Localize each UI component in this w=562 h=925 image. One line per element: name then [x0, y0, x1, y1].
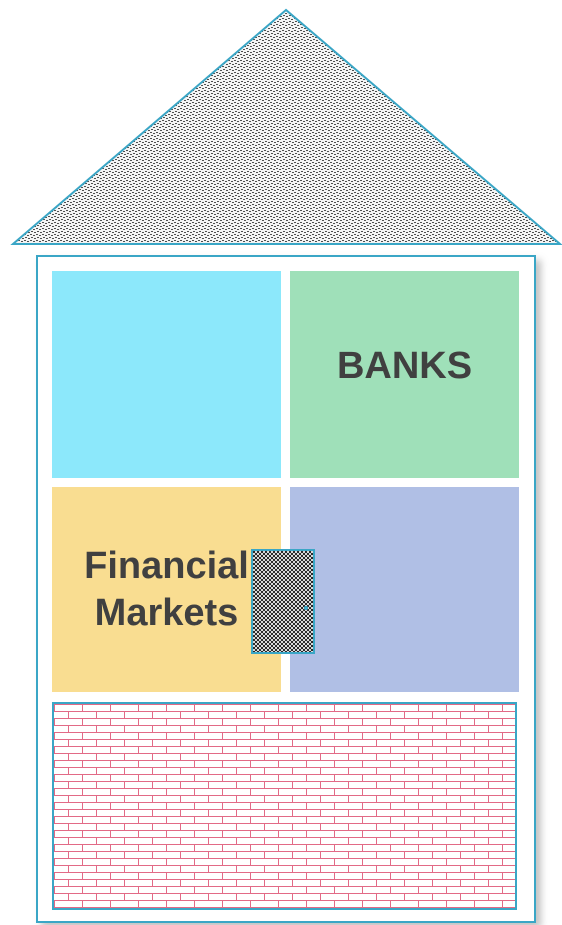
- roof: [10, 8, 562, 245]
- house-body: BANKS Financial Markets: [36, 255, 536, 923]
- pillar-banks: BANKS: [290, 271, 519, 478]
- pillar-banks-label: BANKS: [336, 345, 473, 388]
- door: [251, 549, 315, 654]
- pillar-bottom-right: [290, 487, 519, 692]
- brick-foundation: [52, 702, 517, 910]
- pillar-financial-markets-label: Financial Markets: [84, 545, 249, 634]
- door-knob-icon: [304, 606, 308, 610]
- pillar-top-left: [52, 271, 281, 478]
- pillar-financial-markets: Financial Markets: [52, 487, 281, 692]
